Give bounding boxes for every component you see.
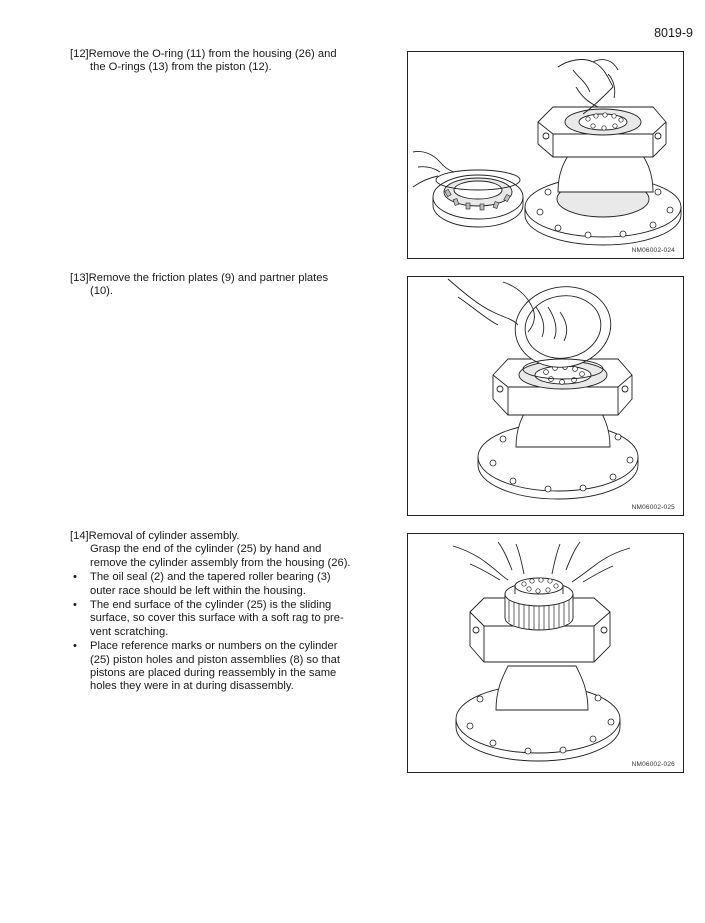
figure-code: NM06002-025 bbox=[631, 504, 675, 511]
figure-cylinder-removal: NM06002-026 bbox=[407, 533, 684, 773]
step-12-line-1: the O-rings (13) from the piston (12). bbox=[90, 61, 272, 74]
note-line: The oil seal (2) and the tapered roller … bbox=[90, 571, 331, 584]
step-14-notes: • The oil seal (2) and the tapered rolle… bbox=[70, 571, 375, 694]
note-oil-seal: • The oil seal (2) and the tapered rolle… bbox=[70, 571, 375, 598]
step-13: [13]Remove the friction plates (9) and p… bbox=[70, 272, 375, 299]
oring-removal-illustration-icon bbox=[412, 59, 682, 246]
step-14-line-2: remove the cylinder assembly from the ho… bbox=[90, 556, 351, 569]
step-14: [14]Removal of cylinder assembly. Grasp … bbox=[70, 530, 375, 694]
figure-code: NM06002-024 bbox=[631, 247, 675, 254]
note-end-surface: • The end surface of the cylinder (25) i… bbox=[70, 599, 375, 639]
cylinder-removal-illustration-icon bbox=[452, 541, 631, 762]
note-line: holes they were in at during disassembly… bbox=[90, 680, 294, 693]
note-line: (25) piston holes and piston assemblies … bbox=[90, 653, 340, 666]
note-reference-marks: • Place reference marks or numbers on th… bbox=[70, 640, 375, 694]
bullet-icon: • bbox=[73, 571, 77, 584]
step-12: [12]Remove the O-ring (11) from the hous… bbox=[70, 48, 375, 75]
step-13-heading: [13]Remove the friction plates (9) and p… bbox=[70, 272, 329, 284]
step-13-line-1: (10). bbox=[90, 285, 114, 298]
bullet-icon: • bbox=[73, 640, 77, 653]
figure-friction-plate-removal: NM06002-025 bbox=[407, 276, 684, 516]
note-line: pistons are placed during reassembly in … bbox=[90, 667, 337, 680]
page-number: 8019-9 bbox=[654, 26, 693, 40]
note-line: outer race should be left within the hou… bbox=[90, 584, 306, 597]
step-14-heading: [14]Removal of cylinder assembly. bbox=[70, 530, 240, 542]
step-14-line-1: Grasp the end of the cylinder (25) by ha… bbox=[90, 543, 322, 556]
bullet-icon: • bbox=[73, 599, 77, 612]
figure-code: NM06002-026 bbox=[631, 761, 675, 768]
step-12-heading: [12]Remove the O-ring (11) from the hous… bbox=[70, 48, 337, 60]
note-line: Place reference marks or numbers on the … bbox=[90, 640, 338, 653]
note-line: surface, so cover this surface with a so… bbox=[90, 612, 344, 625]
note-line: The end surface of the cylinder (25) is … bbox=[90, 599, 332, 612]
note-line: vent scratching. bbox=[90, 625, 169, 638]
figure-oring-removal: NM06002-024 bbox=[407, 51, 684, 259]
friction-plate-removal-illustration-icon bbox=[447, 278, 639, 500]
